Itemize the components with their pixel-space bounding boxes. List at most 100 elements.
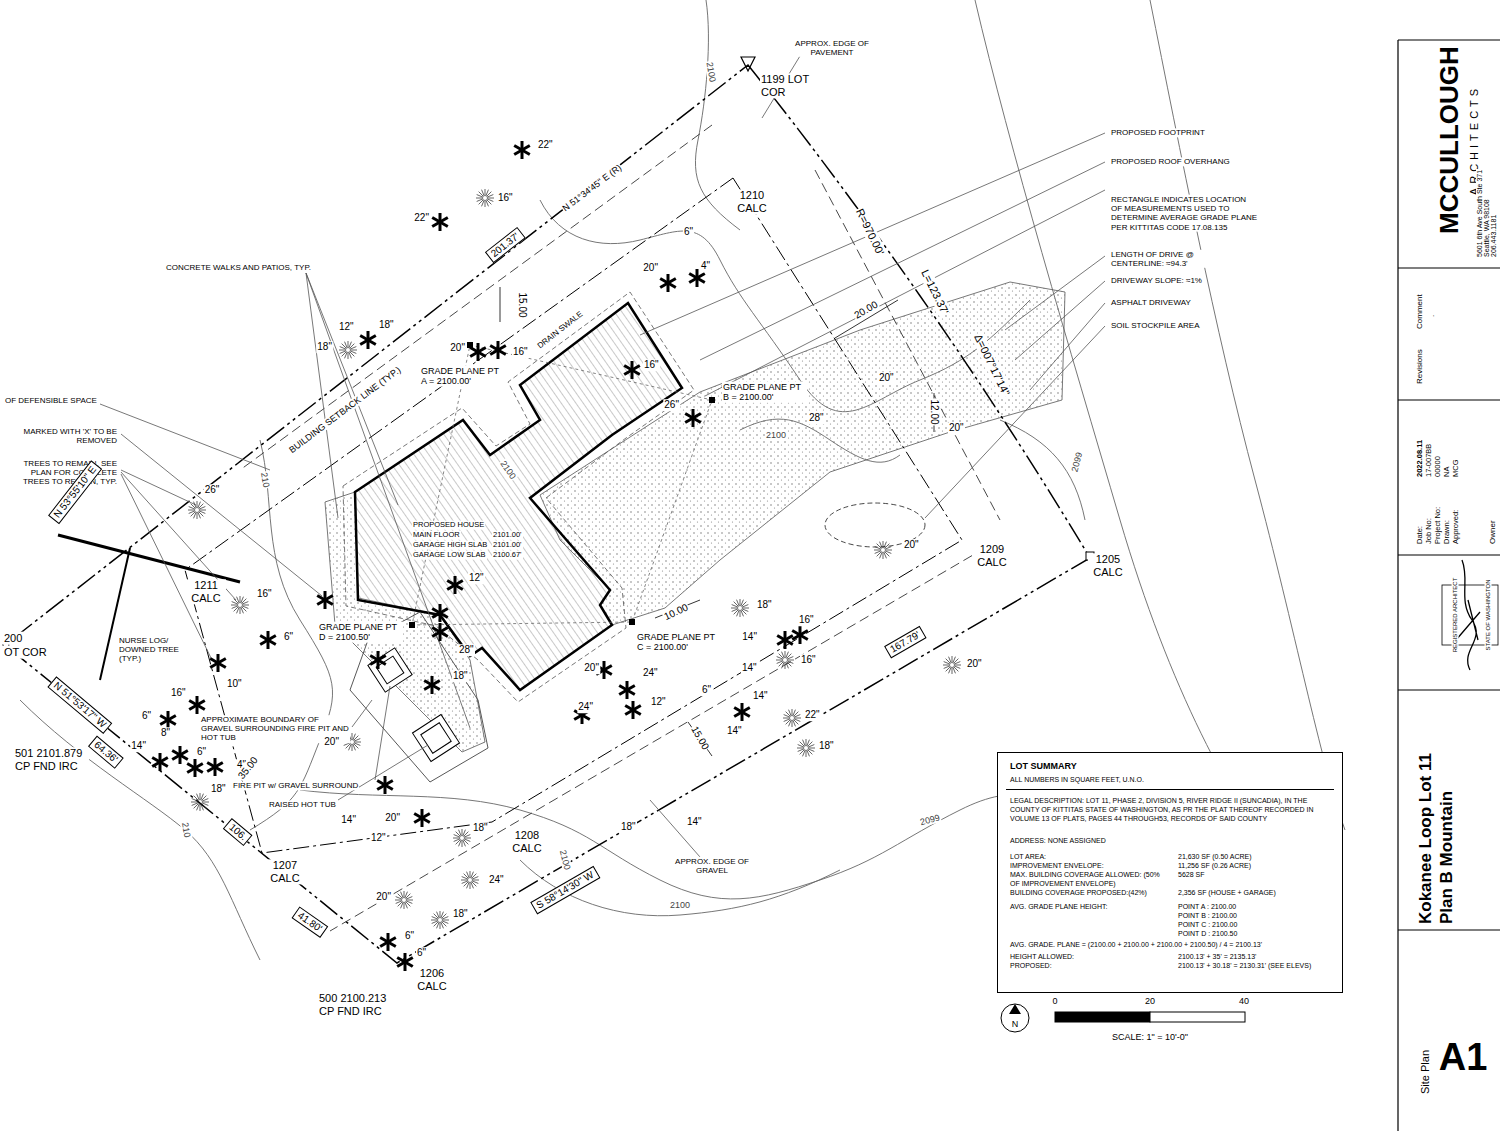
tree-remove-stroke [660,279,676,288]
tree-remove-symbol [152,753,168,771]
plan-label: ASPHALT DRIVEWAY [1110,298,1192,307]
tree-remove-symbol [424,676,440,694]
plan-label: 10" [226,678,243,690]
tree-remain-stroke [199,507,205,510]
tree-remain-stroke [201,804,204,810]
plan-label: GARAGE LOW SLAB [412,551,487,560]
plan-label: SOIL STOCKPILE AREA [1110,321,1200,330]
tree-remain-stroke [237,597,240,603]
tree-remove-stroke [189,701,205,710]
tree-remove-symbol [207,758,223,776]
improvement-envelope [185,178,962,853]
tree-remain-stroke [461,880,468,881]
tree-remain-symbol [231,596,249,614]
tree-remain-stroke [453,838,460,839]
plan-label: GRADE PLANE PT B = 2100.00' [722,382,807,403]
setback-line [240,125,1000,931]
tree-remove-symbol [514,141,530,159]
title-block-text: Plan B Mountain [1437,790,1457,925]
scale-bar [1055,1012,1150,1022]
tree-remain-stroke [440,911,441,918]
summary-table-box: LOT SUMMARYALL NUMBERS IN SQUARE FEET, U… [997,752,1343,993]
tree-remain-stroke [464,835,470,838]
tree-remain-stroke [785,651,786,658]
tree-remain-stroke [806,739,807,746]
tree-remain-stroke [432,921,438,924]
tree-remain-stroke [793,720,796,726]
tree-remain-stroke [792,709,793,716]
plan-label: 6" [404,930,415,942]
tree-remain-symbol [731,599,749,617]
plan-label: 28" [808,412,825,424]
plan-label: 1210 CALC [732,189,772,214]
plan-label: 24" [577,701,594,713]
plan-label: 16" [800,654,817,666]
plan-label: 12" [370,832,387,844]
plan-label: GARAGE HIGH SLAB [412,541,488,550]
tree-remain-stroke [486,200,489,206]
tree-remain-stroke [232,606,238,609]
tree-remove-symbol [777,631,793,649]
tree-remain-stroke [953,667,956,673]
plan-label: 0 [1051,996,1058,1006]
tree-remove-symbol [447,576,463,594]
plan-label: 18" [472,822,489,834]
contour [300,790,1090,899]
tree-remain-stroke [192,803,198,806]
tree-remain-stroke [349,352,352,358]
tree-remove-symbol [625,701,641,719]
tree-remain-stroke [782,652,785,658]
tree-remain-stroke [431,920,438,921]
plan-label: RECTANGLE INDICATES LOCATION OF MEASUREM… [1110,195,1260,232]
tree-remain-stroke [354,739,360,742]
plan-label: 16" [512,346,529,358]
tree-remove-symbol [414,809,430,827]
title-block-text: 206.443.1181 [1490,214,1498,258]
tree-remain-stroke [807,750,810,756]
tree-remove-symbol [432,623,448,641]
tree-remove-stroke [397,958,413,967]
tree-remain-stroke [883,541,884,548]
table-cell: ADDRESS: NONE ASSIGNED [1010,837,1106,846]
plan-label: 20.00 [851,298,880,321]
title-block-text: NA [1443,466,1452,478]
plan-label: OT COR [3,646,48,659]
tree-remain-symbol [476,189,494,207]
tree-remain-stroke [194,502,197,508]
tree-remain-stroke [783,718,790,719]
plan-label: 2100.67' [492,551,523,560]
plan-label: 500 2100.213 CP FND IRC [318,992,393,1017]
title-block-text: Site Plan [1419,1049,1432,1095]
tree-remain-stroke [200,804,201,811]
plan-label: R=970.00' [853,206,887,258]
plan-label: RAISED HOT TUB [268,800,337,809]
plan-label: 16" [643,359,660,371]
tree-remove-stroke [624,366,640,375]
tree-remain-stroke [874,550,881,551]
title-block-text: 00000 [1434,455,1443,478]
table-cell: 5628 SF [1178,871,1204,880]
plan-label: 20" [903,539,920,551]
tree-remain-stroke [350,350,357,351]
title-block-text: . [1427,314,1436,318]
tree-remain-stroke [340,351,346,354]
tree-remove-stroke [260,636,276,645]
title-block-text: Date: [1416,525,1425,545]
signature [1456,560,1480,670]
tree-remain-stroke [787,657,793,660]
tree-remove-stroke [172,751,188,760]
tree-remove-symbol [660,274,676,292]
plan-label: 6" [416,947,427,959]
plan-label: 15.00 [688,723,711,752]
title-block-text: Project No: [1434,506,1443,545]
tree-remove-stroke [424,681,440,690]
plan-label: OF DEFENSIBLE SPACE [4,396,98,405]
plan-label: MARKED WITH 'X' TO BE REMOVED [4,427,118,445]
tree-remain-symbol [453,829,471,847]
road-edge [1150,0,1345,830]
plan-label: 12" [650,696,667,708]
tree-remove-symbol [210,654,226,672]
plan-label: N 51°34'45" E (R) [560,162,625,214]
plan-label: 18" [452,670,469,682]
tree-remain-stroke [470,882,471,889]
